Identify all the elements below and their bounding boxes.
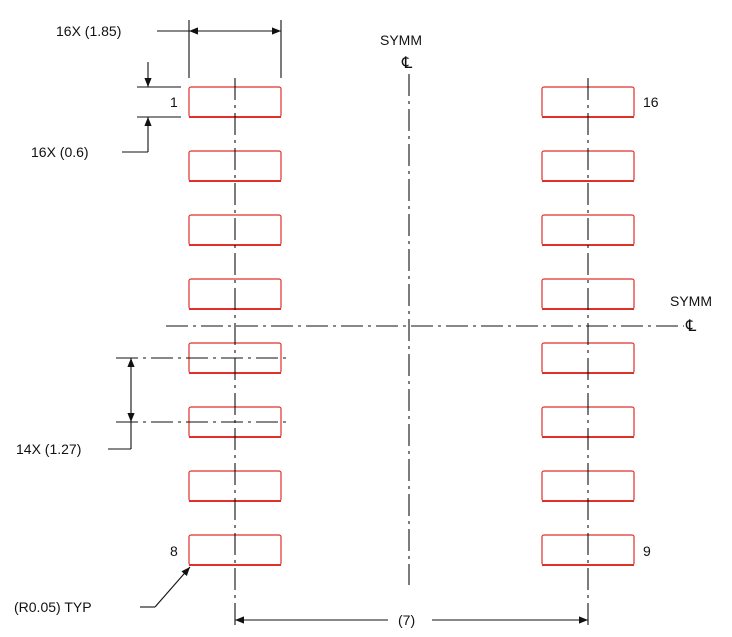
pin-label-9: 9 [643, 543, 651, 559]
symm-label-top: SYMM [380, 32, 422, 48]
pin-label-8: 8 [170, 543, 178, 559]
centerline-symbol-top: ℄ [401, 53, 413, 72]
pin-label-16: 16 [643, 94, 659, 110]
row-spacing-label: (7) [398, 612, 415, 628]
symm-label-right: SYMM [670, 293, 712, 309]
pitch-label: 14X (1.27) [16, 441, 81, 457]
pad-width-dimension: 16X (0.6) [31, 62, 181, 160]
row-spacing-dimension: (7) [235, 612, 588, 628]
pitch-dimension: 14X (1.27) [16, 357, 290, 457]
corner-radius-callout: (R0.05) TYP [14, 566, 191, 615]
pad-length-dimension: 16X (1.85) [56, 20, 282, 78]
pin-label-1: 1 [170, 94, 178, 110]
pad-width-label: 16X (0.6) [31, 144, 89, 160]
corner-radius-label: (R0.05) TYP [14, 599, 92, 615]
pad-length-label: 16X (1.85) [56, 23, 121, 39]
centerline-symbol-right: ℄ [685, 316, 697, 335]
